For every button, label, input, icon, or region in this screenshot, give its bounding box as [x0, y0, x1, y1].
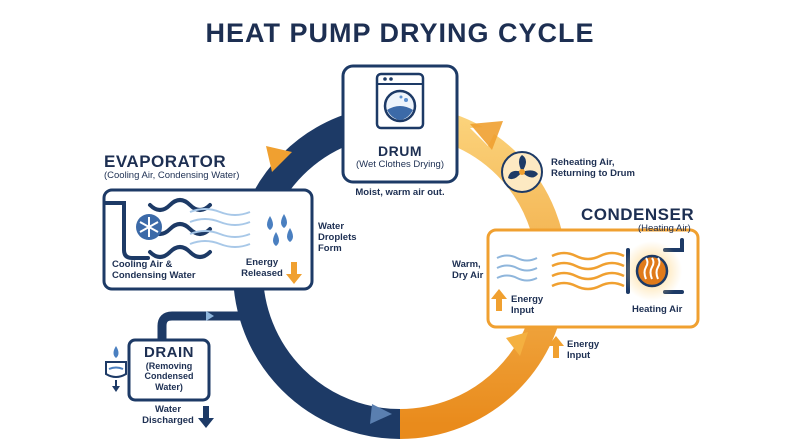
drain-pipe-arrow: [206, 311, 214, 321]
warm-air-waves: [496, 254, 538, 282]
cool-air-waves: [189, 208, 251, 248]
energy-released-label: Energy Released: [241, 257, 283, 279]
drain-box: [127, 338, 211, 402]
arrow-lower-left: [370, 404, 392, 424]
heating-coil-icon: [635, 254, 669, 288]
arrow-upper-left: [266, 146, 292, 172]
ring-chevron-2: [448, 317, 470, 341]
heating-air-label: Heating Air: [632, 304, 683, 315]
arrow-lower-right: [506, 332, 528, 356]
ring-chevron-1: [298, 316, 320, 340]
snowflake-icon: [136, 214, 162, 240]
warm-dry-air-label: Warm, Dry Air: [452, 259, 484, 281]
condenser-energy-label: Energy Input: [511, 294, 544, 316]
drain-pipe: [157, 311, 258, 352]
water-droplets-label: Water Droplets Form: [318, 221, 357, 254]
water-discharged-arrow: [198, 406, 214, 428]
faucet-icon: [105, 346, 127, 392]
heat-waves: [551, 251, 625, 291]
evaporator-inner-label: Cooling Air & Condensing Water: [112, 259, 196, 281]
washing-machine-icon: [375, 72, 425, 130]
fan-icon: [501, 151, 543, 193]
drum-note: Moist, warm air out.: [355, 187, 445, 198]
drain-subtitle: (Removing Condensed Water): [144, 361, 194, 392]
water-drop-icon: [267, 214, 293, 246]
drain-title: DRAIN: [144, 344, 194, 361]
drum-title: DRUM: [378, 143, 422, 159]
evaporator-subtitle: (Cooling Air, Condensing Water): [104, 170, 240, 181]
fan-label: Reheating Air, Returning to Drum: [551, 157, 635, 179]
water-discharged-label: Water Discharged: [142, 404, 194, 426]
condenser-energy-arrow: [491, 289, 507, 311]
condenser-subtitle: (Heating Air): [638, 223, 691, 234]
bottom-energy-arrow: [548, 336, 564, 358]
energy-released-arrow: [286, 262, 302, 284]
arrow-upper-right-fill: [470, 121, 503, 150]
drum-subtitle: (Wet Clothes Drying): [356, 159, 444, 170]
bottom-energy-label: Energy Input: [567, 339, 600, 361]
condenser-title: CONDENSER: [581, 205, 695, 224]
page-title: HEAT PUMP DRYING CYCLE: [205, 18, 595, 48]
evaporator-box: [102, 188, 314, 291]
evaporator-title: EVAPORATOR: [104, 152, 227, 171]
